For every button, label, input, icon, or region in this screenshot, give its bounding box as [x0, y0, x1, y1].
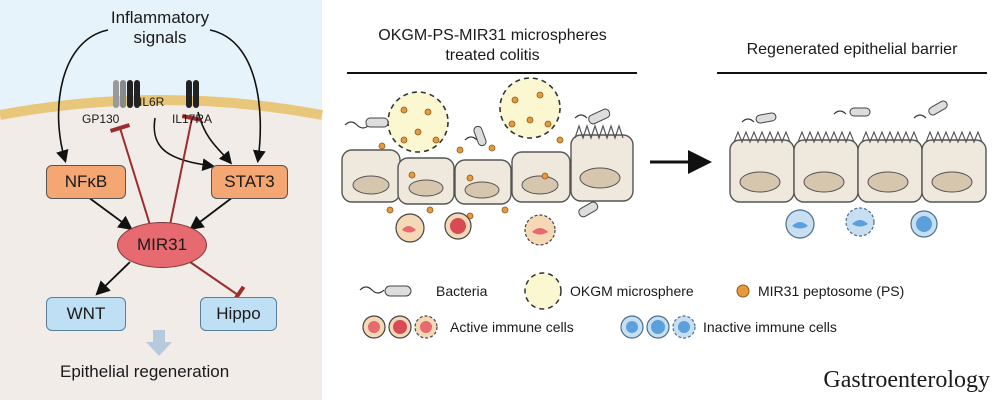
il6r-label: IL6R: [139, 95, 165, 109]
legend-inactive-label: Inactive immune cells: [703, 319, 837, 335]
damaged-epithelium: [341, 124, 634, 205]
cell-membrane: [0, 95, 323, 120]
journal-logo: Gastroenterology: [823, 367, 990, 393]
gp130-receptor: [113, 80, 126, 108]
wnt-node: WNT: [46, 297, 126, 331]
il17ra-receptor: [186, 80, 199, 108]
stat3-node: STAT3: [211, 165, 288, 199]
okgm-microsphere: [499, 77, 561, 139]
legend-microsphere-label: OKGM microsphere: [570, 283, 694, 299]
legend-peptosome-label: MIR31 peptosome (PS): [758, 283, 905, 299]
arrow-il6r-to-stat3: [153, 117, 216, 171]
arrow-nfkb-to-mir31: [87, 196, 133, 231]
arrow-signals-to-nfkb: [56, 29, 109, 164]
nfkb-node: NFκB: [46, 165, 126, 199]
gp130-label: GP130: [82, 112, 120, 126]
after-title: Regenerated epithelial barrier: [746, 41, 958, 58]
inhibit-mir31-il17ra: [169, 114, 203, 226]
regenerated-epithelium: [729, 130, 987, 203]
legend-bacteria-label: Bacteria: [436, 283, 488, 299]
epithelial-regeneration-label: Epithelial regeneration: [60, 362, 230, 381]
regenerated-bacteria: [741, 100, 948, 124]
legend-active-cells-icon: [362, 315, 438, 339]
il17ra-label: IL17RA: [172, 112, 213, 126]
outcome-arrow: [146, 330, 172, 356]
legend-inactive-cells-icon: [620, 315, 696, 339]
legend-peptosome-icon: [736, 284, 750, 298]
arrow-stat3-to-mir31: [189, 196, 234, 231]
il6r-receptor: [127, 80, 140, 108]
extracellular-space: [0, 0, 322, 115]
legend-microsphere-icon: [524, 272, 562, 310]
mir31-peptosomes: [378, 91, 564, 220]
inhibit-mir31-gp130: [109, 123, 151, 226]
arrow-signals-to-stat3: [209, 29, 266, 164]
okgm-microsphere: [387, 91, 449, 153]
bacteria-group: [344, 108, 611, 218]
arrow-mir31-to-wnt: [95, 261, 131, 296]
inflammatory-signals-label: Inflammatory signals: [110, 8, 210, 47]
active-immune-cells: [395, 212, 556, 246]
inactive-immune-cells: [785, 207, 938, 239]
mir31-node: MIR31: [117, 222, 207, 268]
legend-bacteria-icon: [359, 285, 412, 297]
inhibit-mir31-hippo: [189, 261, 246, 305]
hippo-node: Hippo: [200, 297, 277, 331]
legend-active-label: Active immune cells: [450, 319, 574, 335]
before-title: OKGM-PS-MIR31 microspheres treated colit…: [378, 27, 607, 64]
